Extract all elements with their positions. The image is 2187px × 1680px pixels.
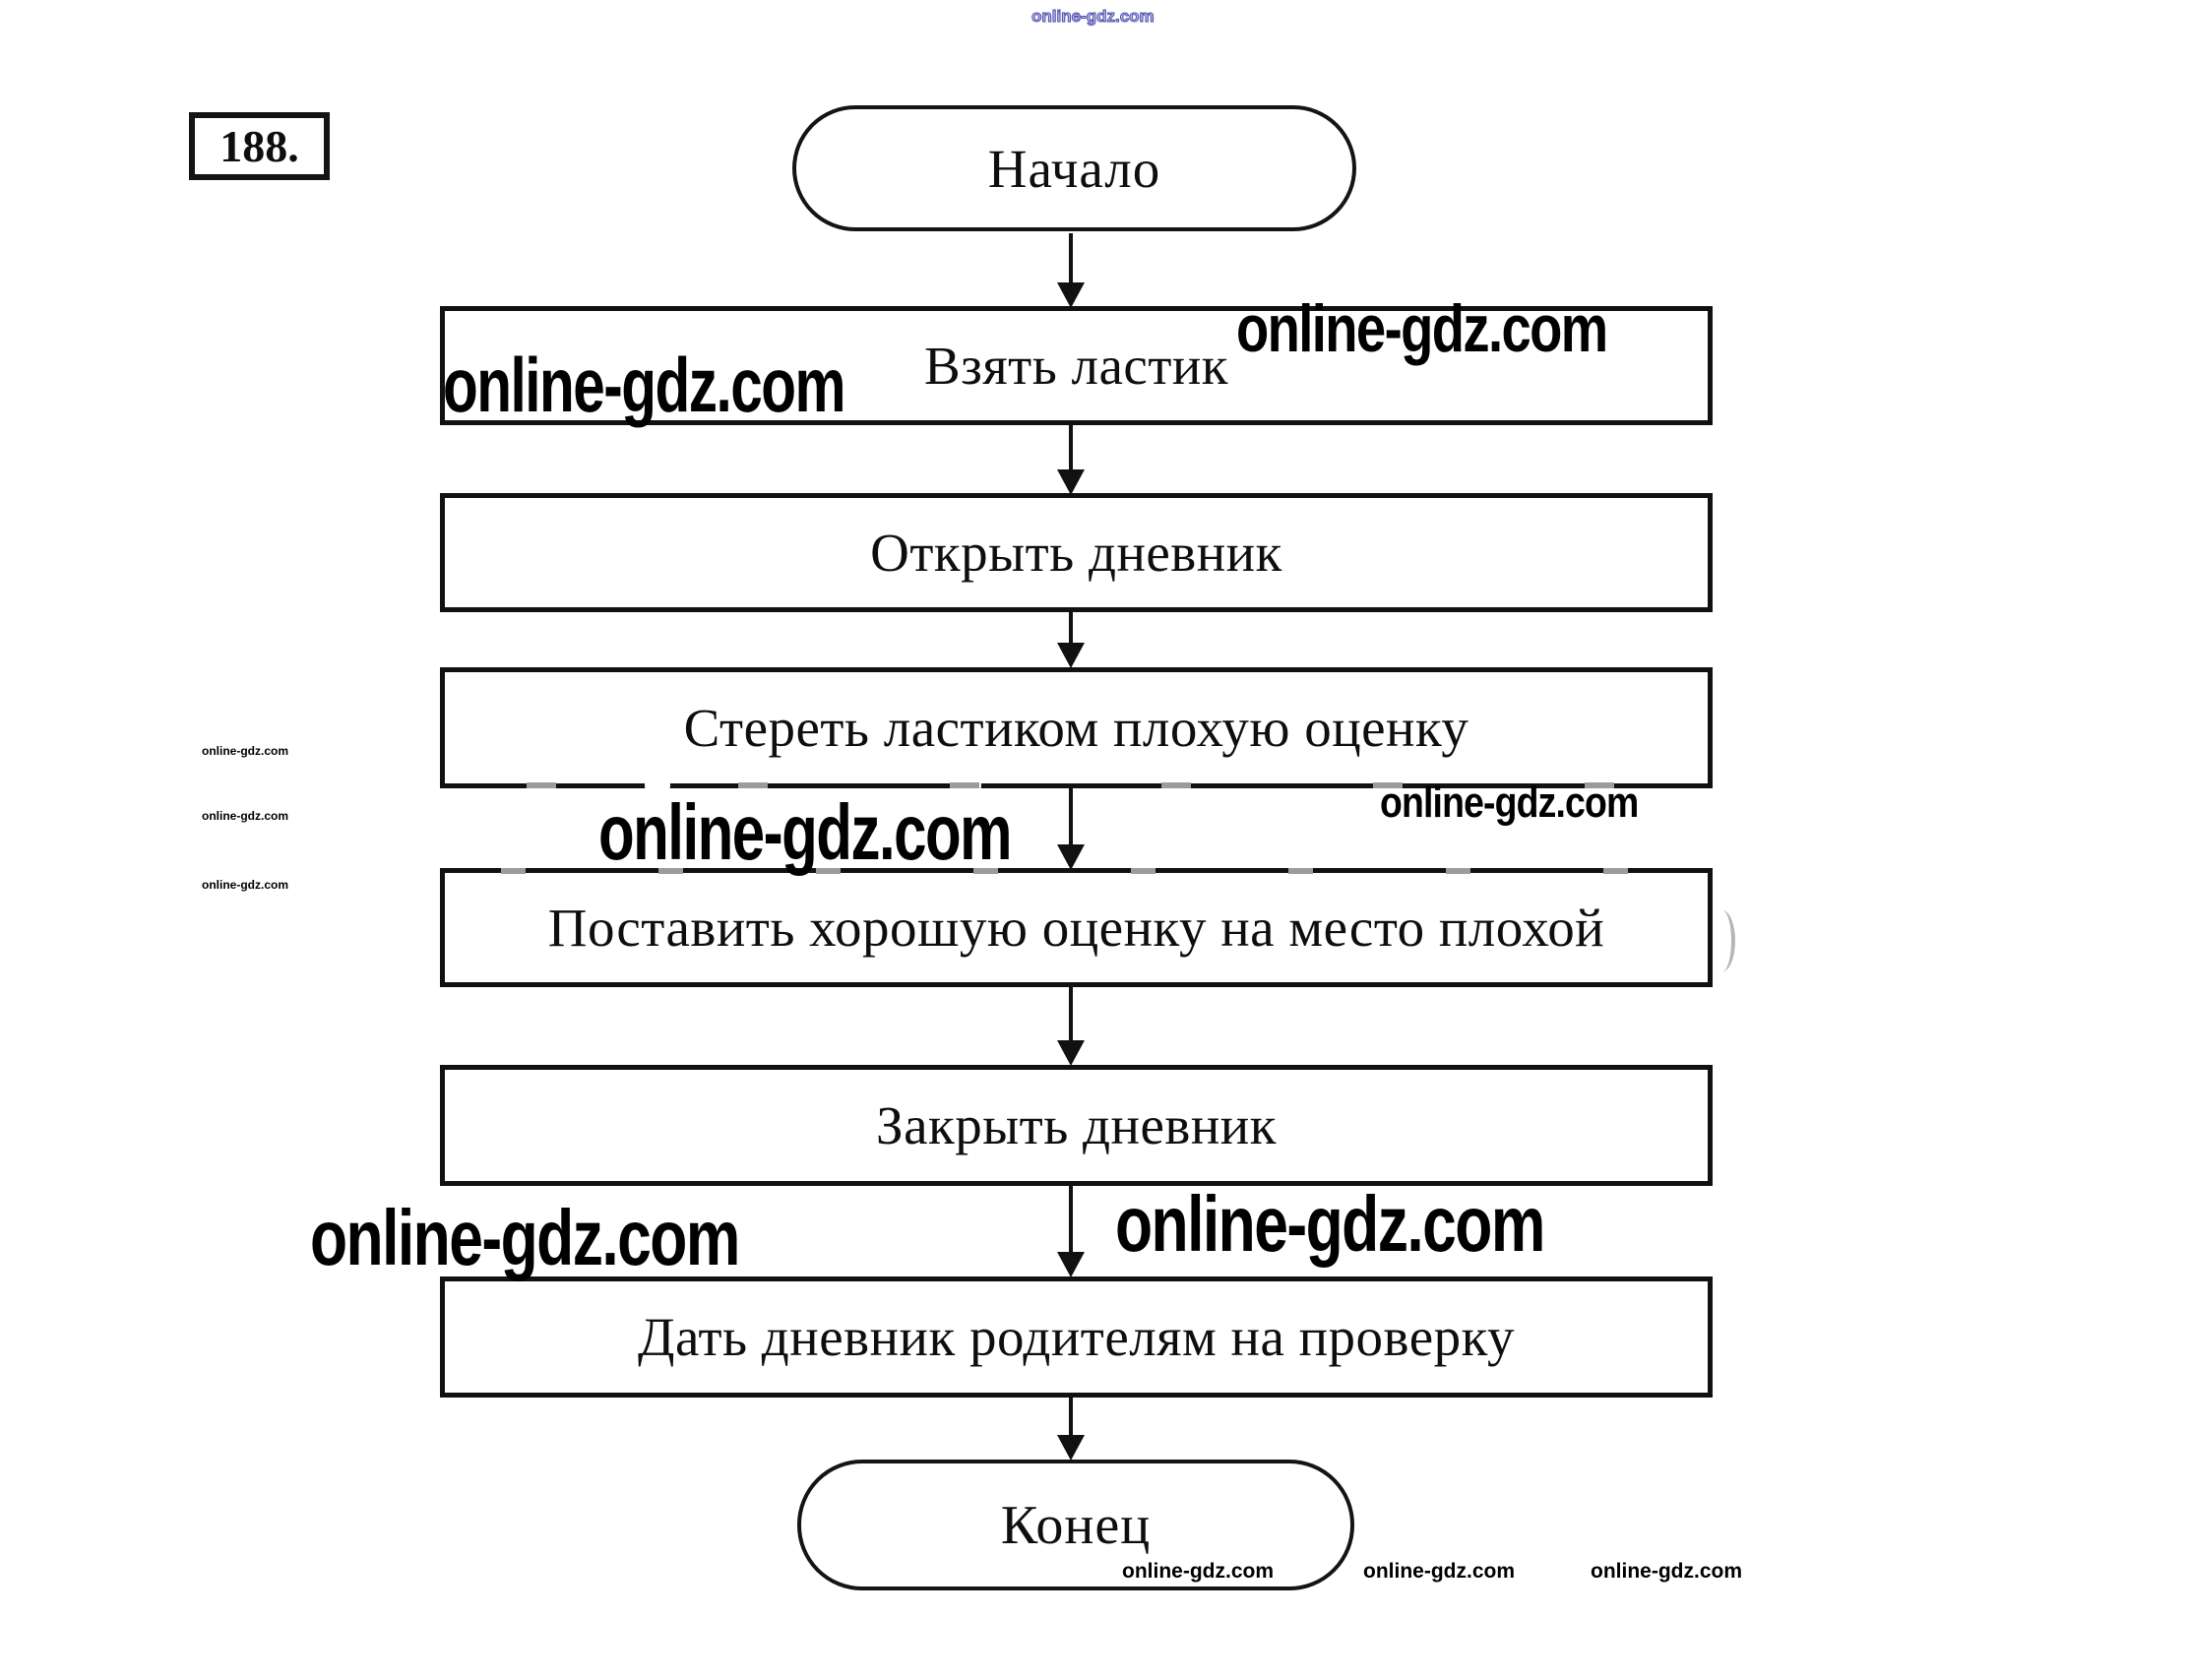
- watermark-step5-mid: online-gdz.com: [1115, 1180, 1545, 1268]
- arrowhead-down-icon: [1057, 844, 1085, 870]
- arrow-shaft: [1069, 612, 1073, 645]
- watermark-mid-right: online-gdz.com: [1380, 778, 1639, 827]
- flow-arrow-step4-to-step5: [1056, 987, 1086, 1066]
- step-5-label: Закрыть дневник: [876, 1095, 1277, 1155]
- flowchart-step-1: Взять ластик: [440, 306, 1713, 425]
- task-number-label: 188.: [219, 121, 299, 171]
- arrow-shaft: [1069, 425, 1073, 471]
- flowchart-step-5: Закрыть дневник: [440, 1065, 1713, 1186]
- end-label: Конец: [1000, 1494, 1152, 1556]
- step-2-label: Открыть дневник: [870, 523, 1282, 583]
- erased-watermark-dashes: [440, 868, 1713, 874]
- watermark-bottom-2: online-gdz.com: [1363, 1560, 1515, 1583]
- watermark-side-2: online-gdz.com: [202, 809, 288, 823]
- flowchart-step-6: Дать дневник родителям на проверку: [440, 1276, 1713, 1398]
- watermark-top: online-gdz.com: [1031, 7, 1156, 26]
- arrowhead-down-icon: [1057, 1435, 1085, 1461]
- watermark-side-1: online-gdz.com: [202, 744, 288, 758]
- step-6-label: Дать дневник родителям на проверку: [637, 1307, 1516, 1367]
- step-1-label: Взять ластик: [923, 336, 1229, 396]
- flow-arrow-step3-to-step4: [1056, 788, 1086, 870]
- arrow-shaft: [1069, 233, 1073, 284]
- task-number-badge: 188.: [189, 112, 330, 180]
- start-label: Начало: [987, 138, 1161, 199]
- flowchart-step-3: Стереть ластиком плохую оценку: [440, 667, 1713, 788]
- arrow-shaft: [1069, 987, 1073, 1042]
- watermark-mid-left: online-gdz.com: [598, 788, 1012, 876]
- flow-arrow-step1-to-step2: [1056, 425, 1086, 495]
- flow-arrow-start-to-step1: [1056, 233, 1086, 308]
- flow-arrow-step6-to-end: [1056, 1398, 1086, 1461]
- arrowhead-down-icon: [1057, 282, 1085, 308]
- watermark-step5-left: online-gdz.com: [310, 1194, 740, 1281]
- watermark-bottom-3: online-gdz.com: [1591, 1560, 1742, 1583]
- flowchart-step-2: Открыть дневник: [440, 493, 1713, 612]
- watermark-side-3: online-gdz.com: [202, 878, 288, 892]
- arrow-shaft: [1069, 1398, 1073, 1437]
- watermark-bottom-1: online-gdz.com: [1122, 1560, 1274, 1583]
- flowchart-step-4: Поставить хорошую оценку на место плохой: [440, 868, 1713, 987]
- flowchart-start-terminal: Начало: [792, 105, 1356, 231]
- arrow-shaft: [1069, 788, 1073, 846]
- arrowhead-down-icon: [1057, 1040, 1085, 1066]
- erased-watermark-dashes: [440, 782, 1713, 788]
- watermark-step1-right: online-gdz.com: [1236, 291, 1608, 366]
- arrowhead-down-icon: [1057, 643, 1085, 668]
- arrowhead-down-icon: [1057, 469, 1085, 495]
- watermark-step1-left: online-gdz.com: [443, 342, 845, 428]
- arrow-shaft: [1069, 1186, 1073, 1254]
- flowchart-end-terminal: Конец: [797, 1460, 1354, 1590]
- arrowhead-down-icon: [1057, 1252, 1085, 1277]
- flow-arrow-step5-to-step6: [1056, 1186, 1086, 1277]
- flow-arrow-step2-to-step3: [1056, 612, 1086, 668]
- step-4-label: Поставить хорошую оценку на место плохой: [547, 898, 1605, 958]
- step-3-label: Стереть ластиком плохую оценку: [683, 698, 1469, 758]
- erase-artifact-arc: [1710, 910, 1735, 971]
